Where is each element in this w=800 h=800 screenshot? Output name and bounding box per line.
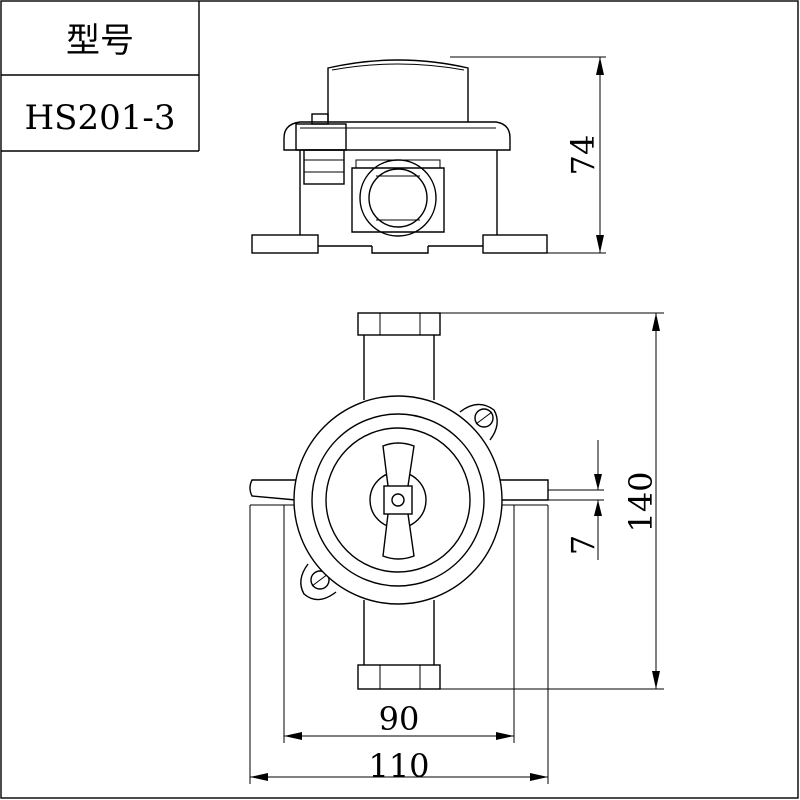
model-number: HS201-3 [25, 98, 176, 138]
dim-90-label: 90 [379, 700, 420, 738]
dim-140-label: 140 [622, 471, 660, 532]
dimension-7: 7 [548, 440, 604, 560]
dimension-140: 140 [440, 312, 664, 690]
title-block: 型号 HS201-3 [1, 1, 200, 152]
dim-7-label: 7 [564, 535, 602, 555]
side-view [251, 59, 548, 254]
dimension-90: 90 [283, 505, 515, 743]
dim-110-label: 110 [368, 747, 429, 785]
front-view [249, 312, 549, 690]
dim-74-label: 74 [564, 135, 602, 176]
dimension-74: 74 [450, 56, 606, 254]
title-label: 型号 [66, 21, 134, 61]
dimension-110: 110 [249, 505, 549, 785]
